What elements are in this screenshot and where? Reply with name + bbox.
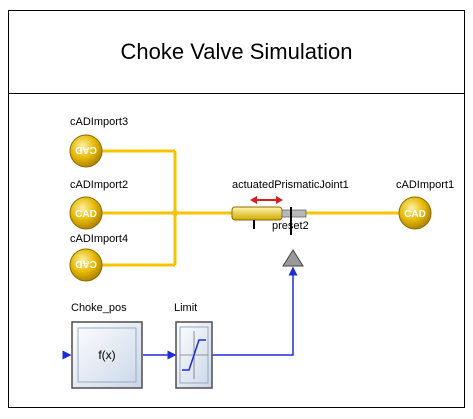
cad-import-3[interactable]: cADImport3 CAD: [69, 116, 128, 168]
fx-text: f(x): [98, 348, 115, 362]
cad-icon-text: CAD: [404, 209, 426, 220]
actuated-prismatic-joint[interactable]: actuatedPrismaticJoint1: [231, 179, 349, 235]
title-bar: Choke Valve Simulation: [9, 11, 464, 94]
diagram-title: Choke Valve Simulation: [120, 39, 353, 64]
preset-label: preset2: [272, 220, 309, 232]
limit-block[interactable]: Limit: [174, 302, 213, 389]
ground-triangle-icon: [282, 249, 304, 267]
cad-icon-text: CAD: [75, 209, 97, 220]
cad-icon: [69, 134, 103, 168]
cad-icon-text: CAD: [75, 144, 97, 155]
double-arrow-icon: [250, 196, 283, 204]
preset-block[interactable]: preset2: [272, 220, 309, 267]
wire-limit-preset[interactable]: [212, 266, 298, 356]
cad-icon: [69, 248, 103, 282]
cad-icon: [69, 196, 103, 230]
function-fx-icon: [71, 321, 143, 389]
cad-import-3-label: cADImport3: [70, 116, 128, 128]
cad-import-2[interactable]: cADImport2 CAD: [69, 179, 128, 230]
mechanical-connections: [101, 149, 400, 267]
cad-import-1-label: cADImport1: [396, 179, 454, 191]
limit-label: Limit: [174, 302, 197, 314]
joint-rod: [281, 209, 307, 218]
joint-label: actuatedPrismaticJoint1: [232, 179, 349, 191]
choke-pos-block[interactable]: Choke_pos f(x): [71, 302, 143, 389]
cad-import-4[interactable]: cADImport4 CAD: [69, 233, 128, 282]
cad-import-2-label: cADImport2: [70, 179, 128, 191]
cad-icon-text: CAD: [75, 258, 97, 269]
choke-pos-label: Choke_pos: [71, 302, 127, 314]
junction-dot: [172, 210, 178, 216]
signal-connections: [62, 266, 298, 360]
prismatic-joint-icon: [231, 206, 283, 221]
cad-import-4-label: cADImport4: [70, 233, 128, 245]
cad-import-1[interactable]: cADImport1 CAD: [396, 179, 454, 230]
cad-icon: [398, 196, 432, 230]
